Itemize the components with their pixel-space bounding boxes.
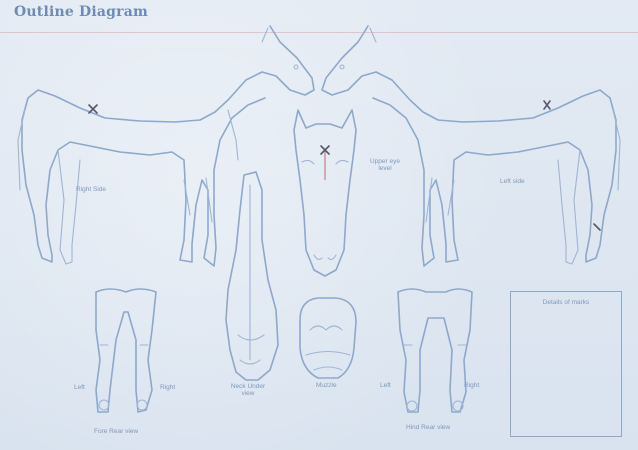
label-muzzle: Muzzle <box>316 382 337 389</box>
label-hind-right: Right <box>464 382 479 389</box>
details-box[interactable]: Details of marks <box>510 291 622 437</box>
left-side-horse-outline <box>322 26 620 266</box>
label-right-side: Right Side <box>76 186 106 193</box>
muzzle-outline <box>300 298 356 378</box>
label-hind-left: Left <box>380 382 391 389</box>
label-head-front: Upper eye level <box>368 158 402 172</box>
label-fore-left: Left <box>74 384 85 391</box>
details-box-label: Details of marks <box>511 299 621 306</box>
hind-legs-outline <box>398 289 472 412</box>
head-front-outline <box>294 110 356 276</box>
neck-under-outline <box>226 172 278 380</box>
right-side-horse-outline <box>18 26 314 266</box>
label-left-side: Left side <box>500 178 525 185</box>
label-neck-under: Neck Under view <box>228 383 268 397</box>
label-hind-view: Hind Rear view <box>406 424 450 431</box>
label-fore-view: Fore Rear view <box>94 428 138 435</box>
identification-marks <box>89 101 600 230</box>
fore-legs-outline <box>96 289 156 412</box>
label-fore-right: Right <box>160 384 175 391</box>
